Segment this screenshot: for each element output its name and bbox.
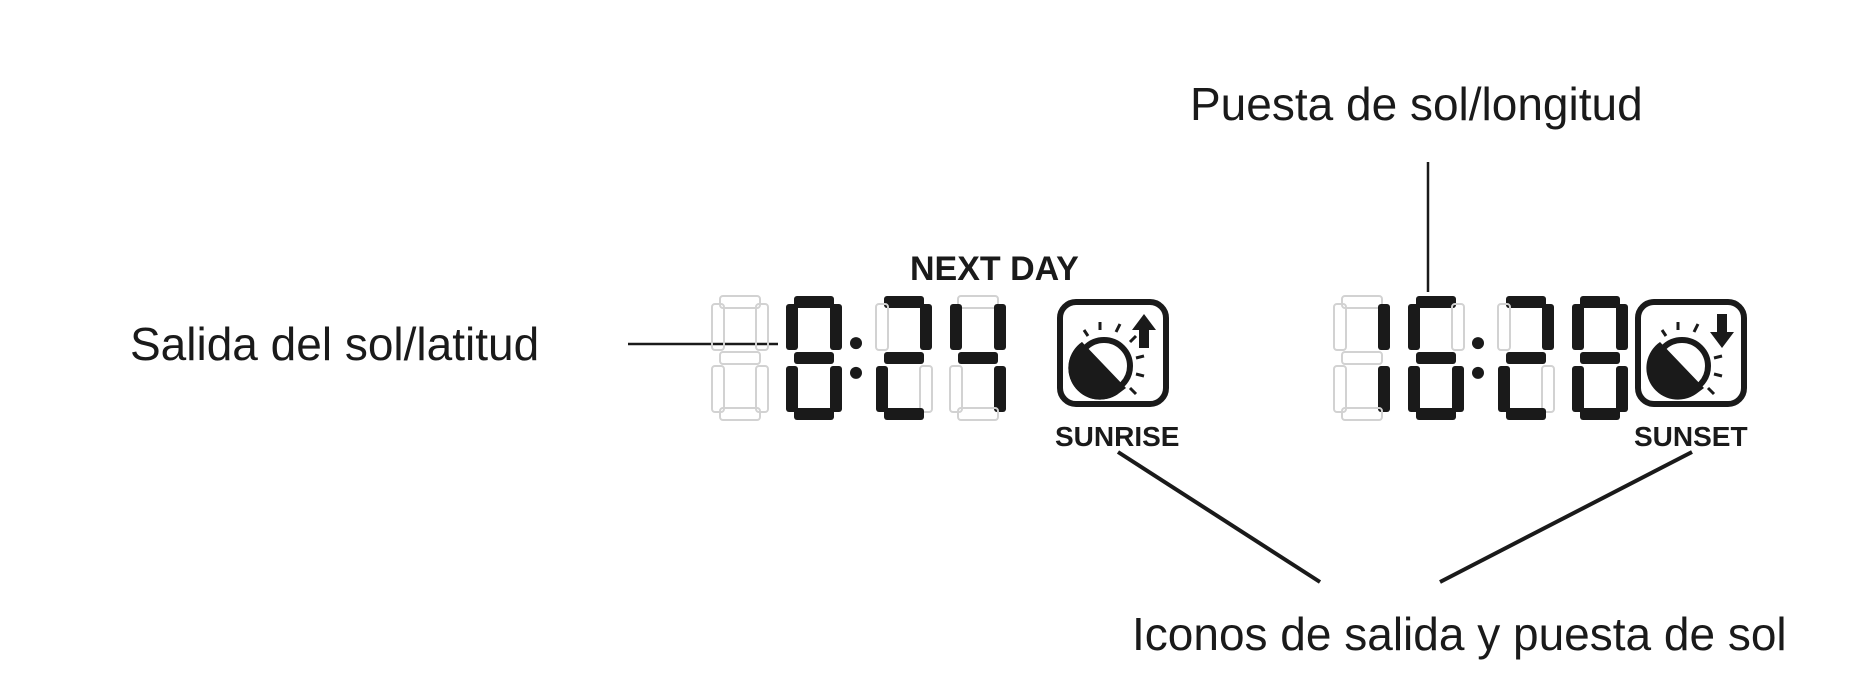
lcd-segment-e <box>1333 365 1347 413</box>
lcd-segment-c <box>755 365 769 413</box>
lcd-digit <box>1497 296 1555 420</box>
sunset-icon <box>1635 299 1747 407</box>
lcd-segment-b <box>1378 304 1390 350</box>
sunrise-icon <box>1057 299 1169 407</box>
lcd-segment-f <box>950 304 962 350</box>
lcd-segment-e <box>1572 366 1584 412</box>
lcd-colon-dot <box>1472 366 1484 379</box>
lcd-segment-a <box>957 295 999 309</box>
lcd-digit <box>711 295 769 421</box>
lcd-digit <box>875 296 933 420</box>
lcd-segment-b <box>755 303 769 351</box>
lcd-segment-g <box>884 352 924 364</box>
lcd-segment-e <box>1498 366 1510 412</box>
lcd-segment-e <box>786 366 798 412</box>
lcd-segment-b <box>1451 303 1465 351</box>
lcd-segment-e <box>876 366 888 412</box>
lcd-segment-d <box>1416 408 1456 420</box>
lcd-segment-a <box>1416 296 1456 308</box>
lcd-colon-dot <box>1472 337 1484 350</box>
lcd-segment-c <box>1616 366 1628 412</box>
lcd-segment-g <box>719 351 761 365</box>
lcd-segment-g <box>958 352 998 364</box>
leader-line-sunset-icon <box>1439 450 1693 584</box>
lcd-segment-f <box>1408 304 1420 350</box>
arrow-down-icon <box>1710 314 1734 348</box>
lcd-segment-f <box>875 303 889 351</box>
lcd-segment-a <box>719 295 761 309</box>
lcd-digit <box>1333 295 1390 421</box>
lcd-segment-a <box>1506 296 1546 308</box>
lcd-segment-g <box>794 352 834 364</box>
arrow-up-icon <box>1132 314 1156 348</box>
lcd-segment-a <box>884 296 924 308</box>
lcd-digit <box>949 295 1006 421</box>
callout-icons: Iconos de salida y puesta de sol <box>1132 608 1787 660</box>
lcd-segment-d <box>1341 407 1383 421</box>
next-day-label: NEXT DAY <box>910 250 1079 288</box>
lcd-segment-a <box>1341 295 1383 309</box>
sunset-time-readout <box>1333 295 1628 421</box>
lcd-segment-e <box>949 365 963 413</box>
lcd-segment-c <box>1452 366 1464 412</box>
lcd-segment-d <box>794 408 834 420</box>
lcd-digit <box>1408 296 1465 420</box>
lcd-segment-g <box>1341 351 1383 365</box>
lcd-segment-d <box>1580 408 1620 420</box>
lcd-segment-c <box>994 366 1006 412</box>
lcd-segment-d <box>1506 408 1546 420</box>
sunset-label: SUNSET <box>1634 421 1748 452</box>
lcd-digit <box>786 296 842 420</box>
sunrise-time-readout <box>711 295 1006 421</box>
lcd-segment-c <box>1541 365 1555 413</box>
lcd-segment-c <box>919 365 933 413</box>
lcd-segment-g <box>1580 352 1620 364</box>
lcd-segment-f <box>1497 303 1511 351</box>
lcd-segment-a <box>1580 296 1620 308</box>
lcd-segment-b <box>920 304 932 350</box>
lcd-colon-dot <box>850 337 862 350</box>
lcd-colon-dot <box>850 366 862 379</box>
lcd-segment-d <box>719 407 761 421</box>
callout-sunset-longitude: Puesta de sol/longitud <box>1190 78 1643 130</box>
lcd-segment-b <box>994 304 1006 350</box>
lcd-segment-d <box>957 407 999 421</box>
leader-line-sunrise-icon <box>1116 450 1322 584</box>
lcd-digit <box>1572 296 1628 420</box>
lcd-segment-b <box>1542 304 1554 350</box>
lcd-segment-c <box>1378 366 1390 412</box>
lcd-segment-g <box>1416 352 1456 364</box>
lcd-segment-f <box>1572 304 1584 350</box>
lcd-segment-c <box>830 366 842 412</box>
lcd-segment-a <box>794 296 834 308</box>
lcd-segment-f <box>711 303 725 351</box>
lcd-segment-d <box>884 408 924 420</box>
callout-sunrise-latitude: Salida del sol/latitud <box>130 318 539 370</box>
lcd-segment-b <box>1616 304 1628 350</box>
lcd-segment-e <box>1408 366 1420 412</box>
sunrise-label: SUNRISE <box>1055 421 1179 452</box>
lcd-segment-g <box>1506 352 1546 364</box>
lcd-segment-b <box>830 304 842 350</box>
lcd-segment-f <box>1333 303 1347 351</box>
lcd-segment-e <box>711 365 725 413</box>
lcd-segment-f <box>786 304 798 350</box>
